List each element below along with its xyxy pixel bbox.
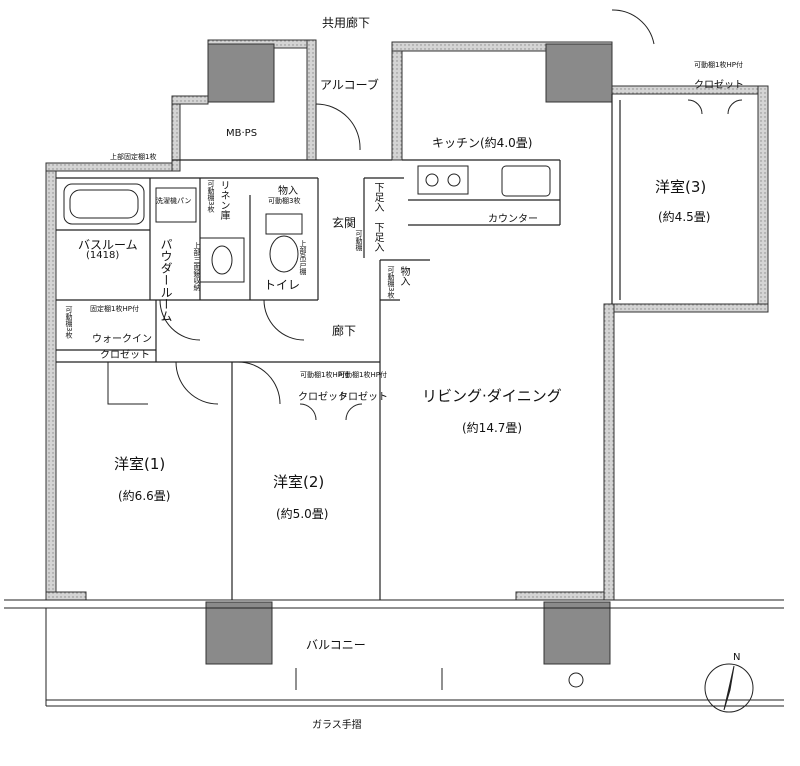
hallway-label: 廊下 xyxy=(332,324,357,338)
bathroom-size: (1418) xyxy=(86,250,120,261)
room3-label: 洋室(3) xyxy=(655,178,707,196)
wic-upper-note: 可動棚3枚 xyxy=(65,306,73,339)
living-label: リビング·ダイニング xyxy=(422,387,562,405)
washer-pan xyxy=(155,187,197,223)
wic-label: ウォークイン xyxy=(92,334,152,345)
balcony-rail xyxy=(4,599,784,707)
vanity-sink xyxy=(199,237,245,283)
stove xyxy=(417,165,469,195)
powder-upper-note: 上部三面鏡収納 xyxy=(193,242,201,291)
linen-shelf-note: 可動棚3枚 xyxy=(207,180,215,213)
toilet-label: トイレ xyxy=(264,278,301,292)
closet-top-label: クロゼット xyxy=(694,80,744,91)
interior-walls xyxy=(56,94,621,600)
closet-a-label: クロゼット xyxy=(298,392,348,403)
storage-b-note: 可動棚3枚 xyxy=(387,266,395,299)
alcove-label: アルコーブ xyxy=(320,78,379,92)
wash-pan-label: 洗濯機パン xyxy=(156,197,192,205)
closet-b-label: クロゼット xyxy=(338,392,388,403)
glass-rail-label: ガラス手摺 xyxy=(312,720,362,731)
shoebox-note: 可動棚 xyxy=(355,230,363,251)
closet-top-shelf-note: 可動棚1枚HP付 xyxy=(694,61,743,69)
closet-a-note: 可動棚1枚HP付 xyxy=(300,371,349,379)
exterior-walls xyxy=(45,39,769,601)
bathtub xyxy=(63,183,145,225)
room3-size: (約4.5畳) xyxy=(658,210,711,224)
north-label: N xyxy=(733,652,741,663)
living-size: (約14.7畳) xyxy=(462,421,523,435)
kitchen-sink xyxy=(501,165,551,197)
storage-b-label: 物入 xyxy=(398,266,409,286)
room2-size: (約5.0畳) xyxy=(276,507,329,521)
doors xyxy=(107,9,743,421)
kitchen-label: キッチン(約4.0畳) xyxy=(432,136,533,150)
powder-room-label: パウダールーム xyxy=(159,238,173,322)
wic-label-2: クロゼット xyxy=(100,350,150,361)
room2-label: 洋室(2) xyxy=(273,473,325,491)
toilet-upper-note: 上部吊戸棚 xyxy=(299,240,307,275)
entrance-label: 玄関 xyxy=(332,216,357,230)
shoebox1-label: 下足入 xyxy=(372,182,383,212)
shoebox2-label: 下足入 xyxy=(372,222,383,252)
mbps-label: MB·PS xyxy=(226,128,258,139)
storage-a-note: 可動棚3枚 xyxy=(268,197,301,205)
storage-a-label: 物入 xyxy=(278,186,298,197)
north-compass xyxy=(704,663,754,713)
common-corridor-label: 共用廊下 xyxy=(322,16,371,30)
room1-label: 洋室(1) xyxy=(114,455,166,473)
balcony-label: バルコニー xyxy=(306,638,366,652)
toilet-fixture xyxy=(265,213,303,273)
fixed-shelf-note: 上部固定棚1枚 xyxy=(110,153,157,161)
counter-label: カウンター xyxy=(488,214,538,225)
wic-shelf-note: 固定棚1枚HP付 xyxy=(90,305,139,313)
structural-columns xyxy=(205,43,613,665)
linen-label: リネン庫 xyxy=(218,180,229,220)
closet-b-note: 可動棚1枚HP付 xyxy=(338,371,387,379)
room1-size: (約6.6畳) xyxy=(118,489,171,503)
bathroom-label: バスルーム xyxy=(78,238,138,252)
